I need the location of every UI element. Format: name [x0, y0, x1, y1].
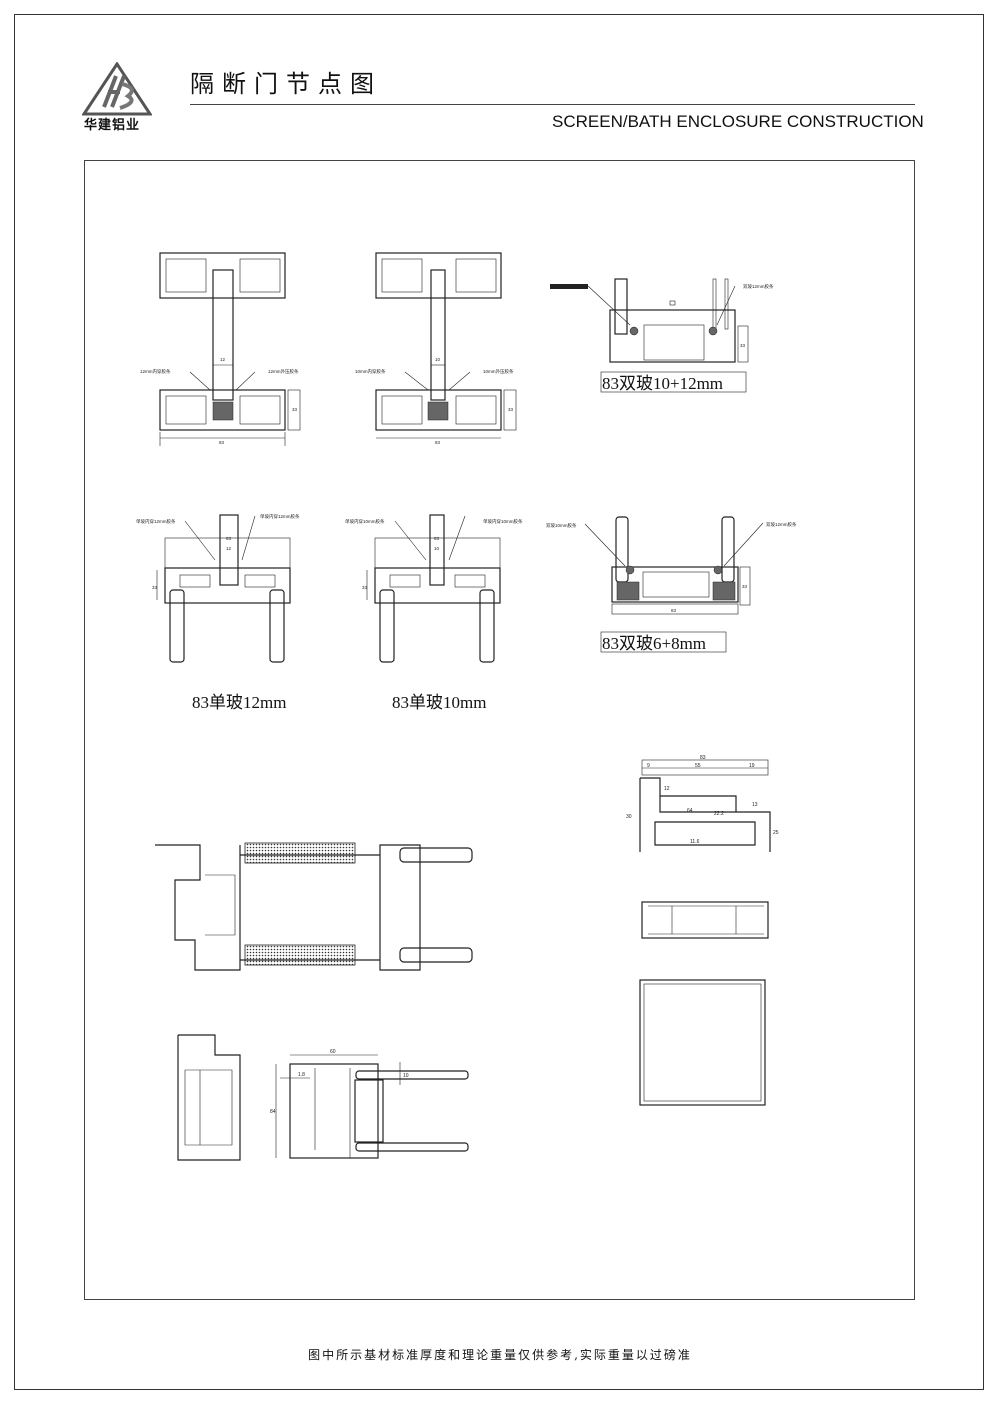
detail-d6-double-6-8: 双玻10mm胶条 双玻12mm胶条 83 33 83双玻6+8mm	[546, 516, 797, 653]
d7-dim-a: 9	[647, 763, 650, 769]
d6-width-dim: 83	[671, 608, 677, 613]
d5-caption: 83单玻10mm	[392, 693, 486, 712]
detail-d8-60-profile: 60 1.8 84 10	[270, 1049, 469, 1159]
d7-dim-c: 19	[749, 763, 755, 769]
d1-label-right: 12mm外压胶条	[268, 368, 299, 375]
page-title: 隔断门节点图	[190, 70, 382, 98]
d1-height-dim: 33	[292, 407, 298, 412]
d1-width-dim: 83	[219, 440, 225, 445]
logo-text: 华建铝业	[84, 118, 141, 133]
d3-label-right: 双玻12mm胶条	[743, 283, 774, 290]
detail-d7-profile-dims: 83 9 55 19 12 64 22.2 13 30 25 11.6	[626, 755, 779, 852]
footer-note: 图中所示基材标准厚度和理论重量仅供参考,实际重量以过磅准	[308, 1348, 692, 1362]
d8-glass-dim: 10	[403, 1073, 409, 1079]
d1-glass-dim: 12	[220, 357, 226, 362]
d8-wall-dim: 1.8	[298, 1072, 305, 1078]
d4-top-dim: 83	[226, 536, 232, 541]
d3-caption: 83双玻10+12mm	[602, 374, 723, 393]
d4-caption: 83单玻12mm	[192, 693, 286, 712]
d7-dim-g: 13	[752, 802, 758, 808]
d5-glass-dim: 10	[434, 546, 440, 551]
d6-height-dim: 33	[742, 584, 748, 589]
d4-glass-dim: 12	[226, 546, 232, 551]
d5-height-dim: 33	[362, 585, 368, 590]
d2-label-left: 10mm内穿胶条	[355, 368, 386, 375]
d6-label-left: 双玻10mm胶条	[546, 522, 577, 529]
d7-dim-h: 30	[626, 814, 632, 820]
d7-dim-d: 12	[664, 786, 670, 792]
company-logo	[82, 62, 152, 116]
d4-label-left: 单玻内穿12mm胶条	[136, 518, 176, 525]
d3-height-dim: 33	[740, 343, 746, 348]
detail-sliding-section	[155, 842, 473, 971]
detail-square-tube	[639, 979, 766, 1106]
d2-width-dim: 83	[435, 440, 441, 445]
detail-side-profile	[177, 1034, 241, 1161]
d8-height-dim: 84	[270, 1109, 276, 1115]
page-frame	[14, 14, 984, 1390]
d7-dim-e: 64	[687, 808, 693, 814]
d2-glass-dim: 10	[435, 357, 441, 362]
detail-d4-single-12: 单玻内穿12mm胶条 单玻内穿12mm胶条 83 12 33 83单玻12mm	[136, 513, 300, 712]
drawing-frame	[84, 160, 915, 1300]
detail-d1-12mm-transom: 12 12mm内穿胶条 12mm外压胶条 83 33	[140, 252, 301, 446]
d6-label-right: 双玻12mm胶条	[766, 521, 797, 528]
title-rule	[190, 104, 915, 105]
d1-label-left: 12mm内穿胶条	[140, 368, 171, 375]
detail-d2-10mm-transom: 10 10mm内穿胶条 10mm外压胶条 83 33	[355, 252, 517, 445]
d7-dim-f: 22.2	[714, 811, 724, 817]
d5-top-dim: 83	[434, 536, 440, 541]
d6-caption: 83双玻6+8mm	[602, 634, 706, 653]
d4-label-right: 单玻内穿12mm胶条	[260, 513, 300, 520]
d5-label-left: 单玻内穿10mm胶条	[345, 518, 385, 525]
detail-d3-double-10-12: 双玻12mm胶条 33 83双玻10+12mm	[550, 278, 774, 393]
d7-dim-b: 55	[695, 763, 701, 769]
d7-total: 83	[700, 755, 706, 761]
d5-label-right: 单玻内穿10mm胶条	[483, 518, 523, 525]
d4-height-dim: 33	[152, 585, 158, 590]
d7-dim-j: 11.6	[690, 839, 700, 845]
d7-dim-i: 25	[773, 830, 779, 836]
page-subtitle: SCREEN/BATH ENCLOSURE CONSTRUCTION	[552, 112, 924, 131]
d8-width-dim: 60	[330, 1049, 336, 1055]
d2-label-right: 10mm外压胶条	[483, 368, 514, 375]
detail-d5-single-10: 单玻内穿10mm胶条 单玻内穿10mm胶条 83 10 33 83单玻10mm	[345, 514, 523, 712]
d2-height-dim: 33	[508, 407, 514, 412]
detail-profile-bar	[641, 901, 769, 939]
